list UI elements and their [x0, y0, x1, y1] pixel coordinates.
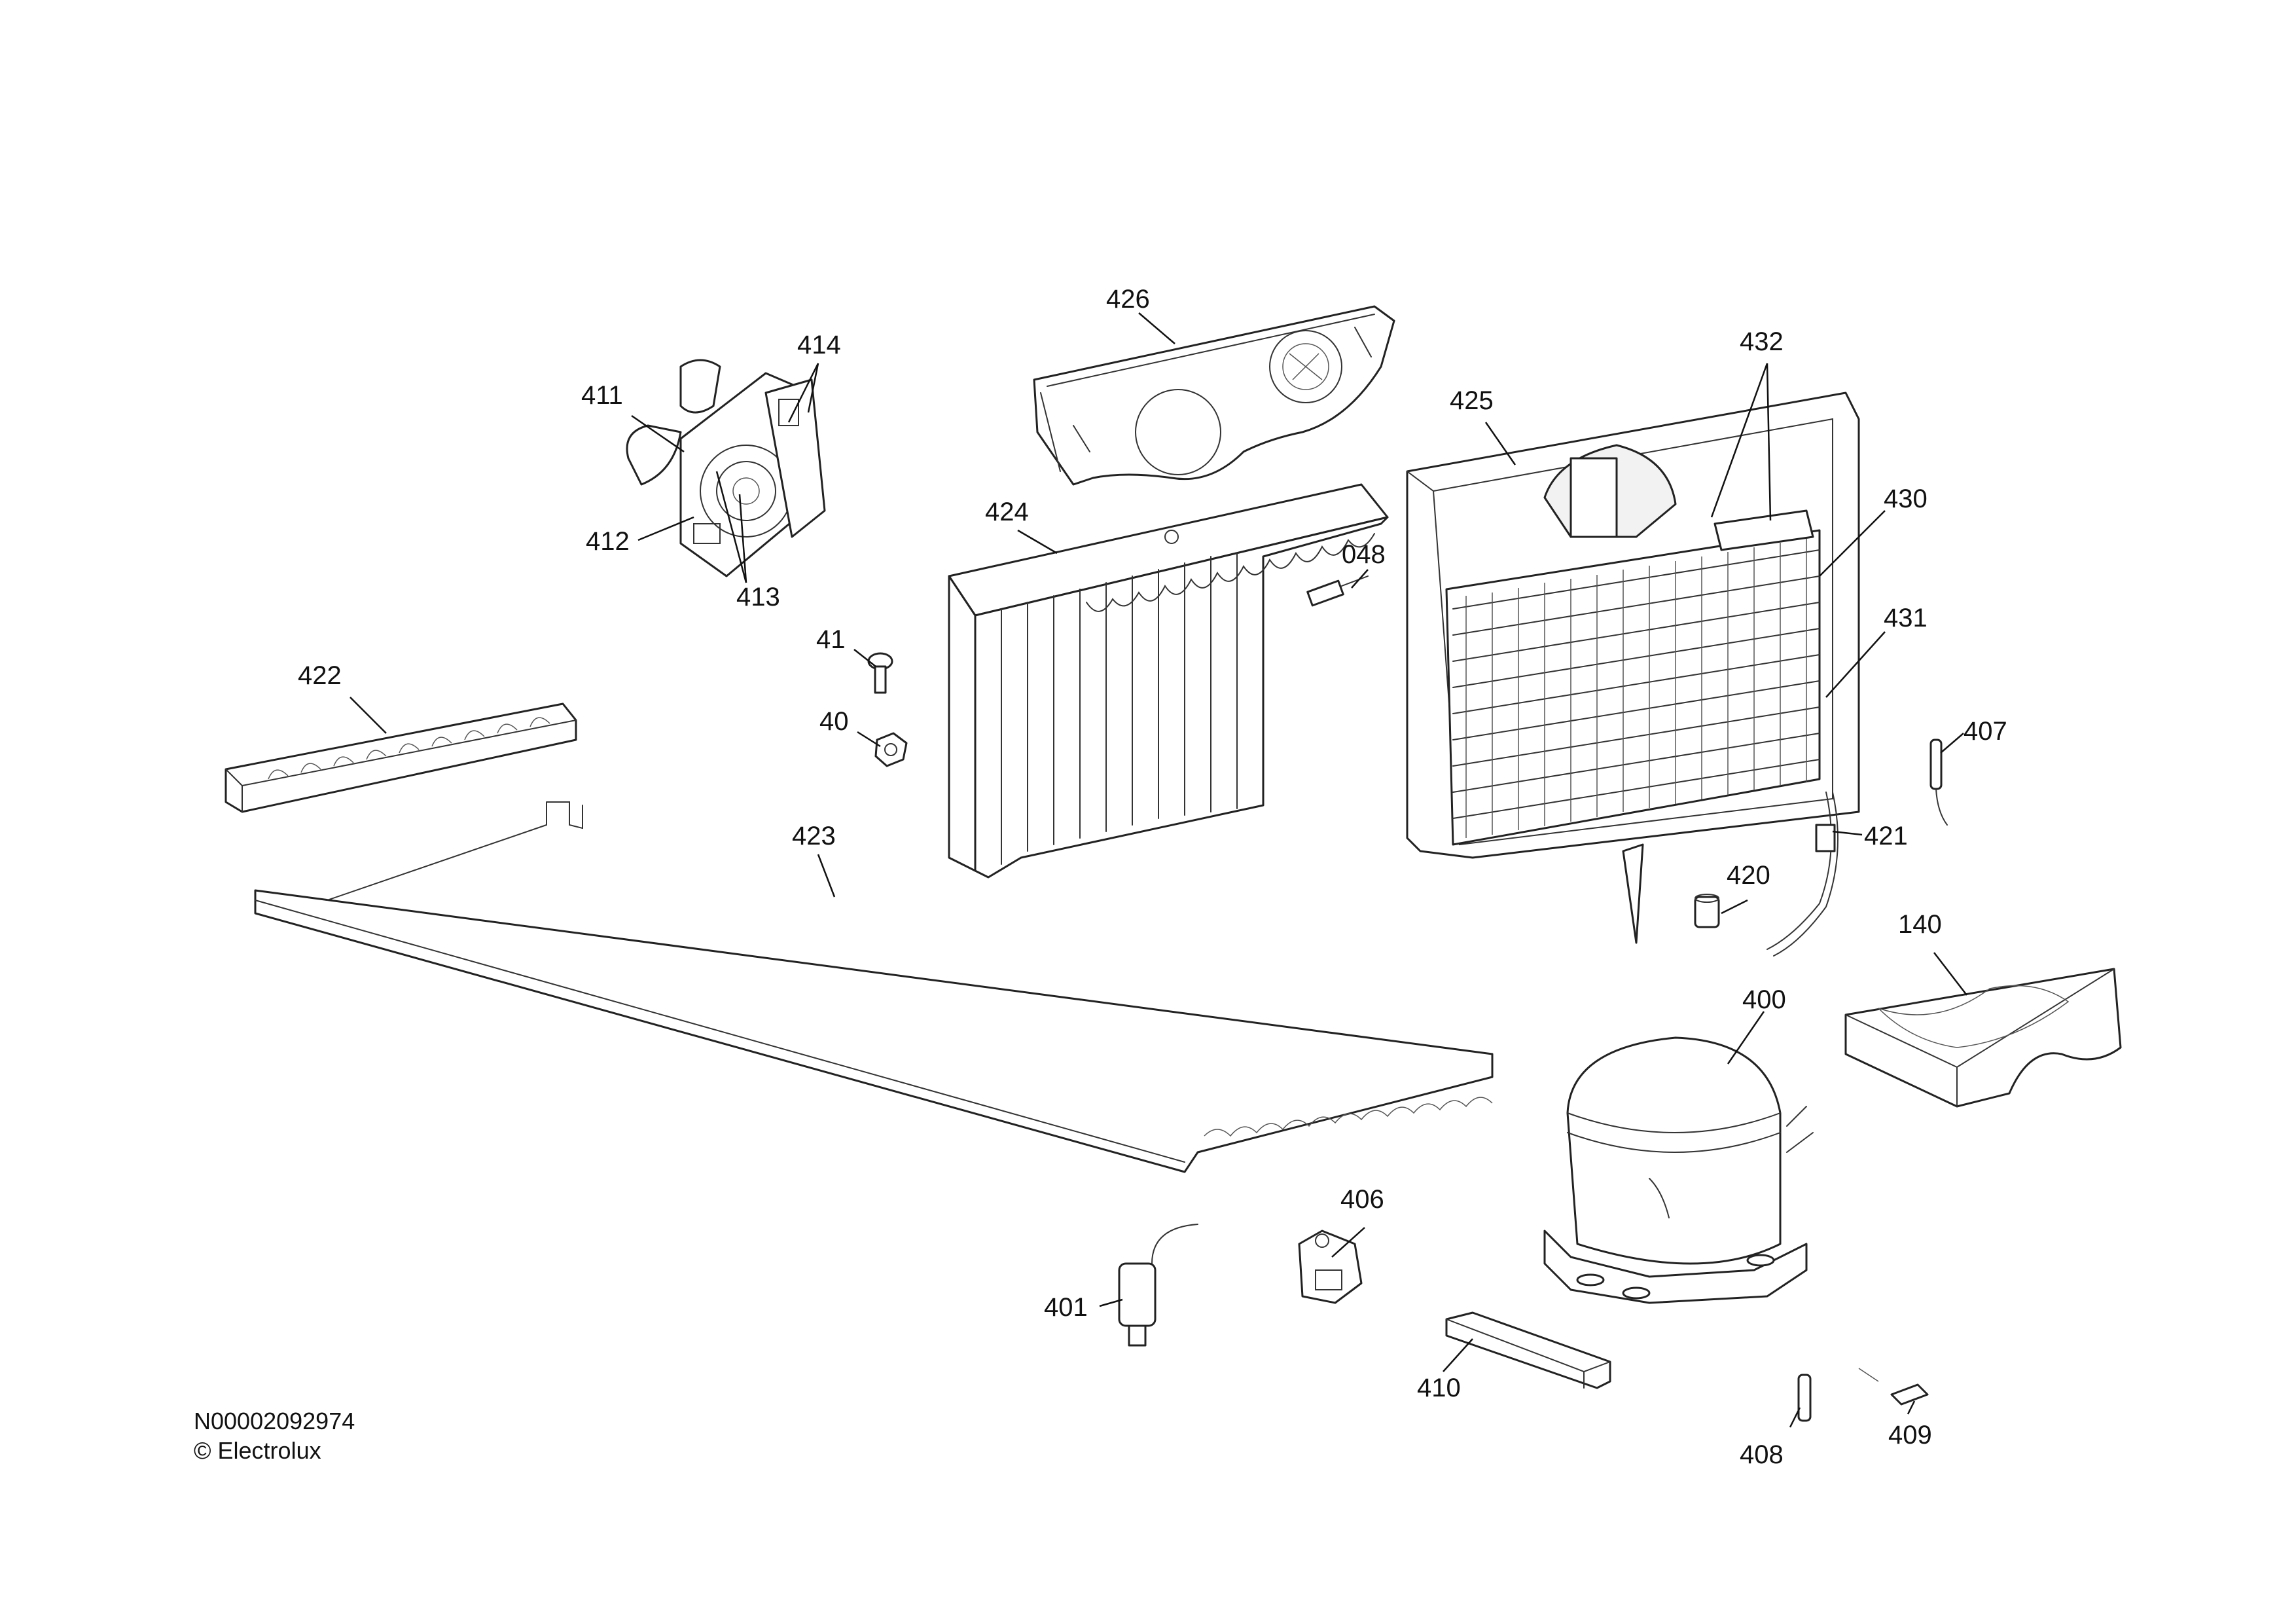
callout-420: 420: [1727, 861, 1770, 890]
callout-414: 414: [797, 331, 841, 359]
callout-431: 431: [1884, 604, 1928, 632]
callout-422: 422: [298, 661, 342, 690]
part-401-capacitor: [1118, 1224, 1198, 1347]
callout-424: 424: [985, 498, 1029, 526]
part-426-fan-duct: [1033, 305, 1395, 486]
leader-lines: [350, 312, 1967, 1428]
callout-407: 407: [1964, 717, 2007, 746]
copyright-notice: © Electrolux: [194, 1437, 321, 1464]
callout-409: 409: [1888, 1421, 1932, 1450]
callout-411: 411: [581, 381, 623, 410]
callout-423: 423: [792, 822, 836, 850]
callout-432: 432: [1740, 327, 1784, 356]
part-423-base-panel: [254, 801, 1494, 1173]
part-406-relay: [1298, 1230, 1363, 1304]
part-048-sensor: [1306, 575, 1369, 607]
callout-048: 048: [1342, 540, 1386, 569]
callout-40: 40: [819, 707, 849, 736]
callout-401: 401: [1044, 1293, 1088, 1322]
callout-140: 140: [1898, 910, 1942, 939]
callout-421: 421: [1864, 822, 1908, 850]
part-422-grille: [224, 702, 577, 813]
callout-426: 426: [1106, 285, 1150, 314]
callout-labels: 426 414 411 412 413 424 048 425 432 430 …: [298, 285, 2007, 1469]
part-409-clip: [1858, 1368, 1929, 1406]
part-420-sleeve: [1694, 894, 1720, 928]
callout-400: 400: [1742, 985, 1786, 1014]
coil-tubes: [1452, 549, 1820, 819]
part-140-drip-tray: [1844, 968, 2122, 1108]
part-421-drain-tube: [1767, 792, 1839, 957]
drawing-number: N00002092974: [194, 1408, 355, 1434]
callout-413: 413: [736, 583, 780, 611]
callout-410: 410: [1417, 1374, 1461, 1402]
callout-408: 408: [1740, 1440, 1784, 1469]
callout-406: 406: [1340, 1185, 1384, 1214]
part-40-nut: [874, 732, 908, 767]
part-41-screw: [867, 652, 893, 694]
part-400-compressor: [1543, 1036, 1814, 1304]
part-408-pin: [1797, 1374, 1812, 1422]
part-411-414-fan-motor: [626, 359, 826, 577]
part-407-probe: [1929, 739, 1948, 826]
callout-412: 412: [586, 527, 630, 556]
part-410-bracket: [1445, 1311, 1611, 1389]
callout-41: 41: [816, 625, 846, 654]
part-424-air-guide: [948, 483, 1389, 879]
part-425-condenser-assembly: [1406, 392, 1860, 944]
callout-430: 430: [1884, 484, 1928, 513]
callout-425: 425: [1450, 386, 1494, 415]
